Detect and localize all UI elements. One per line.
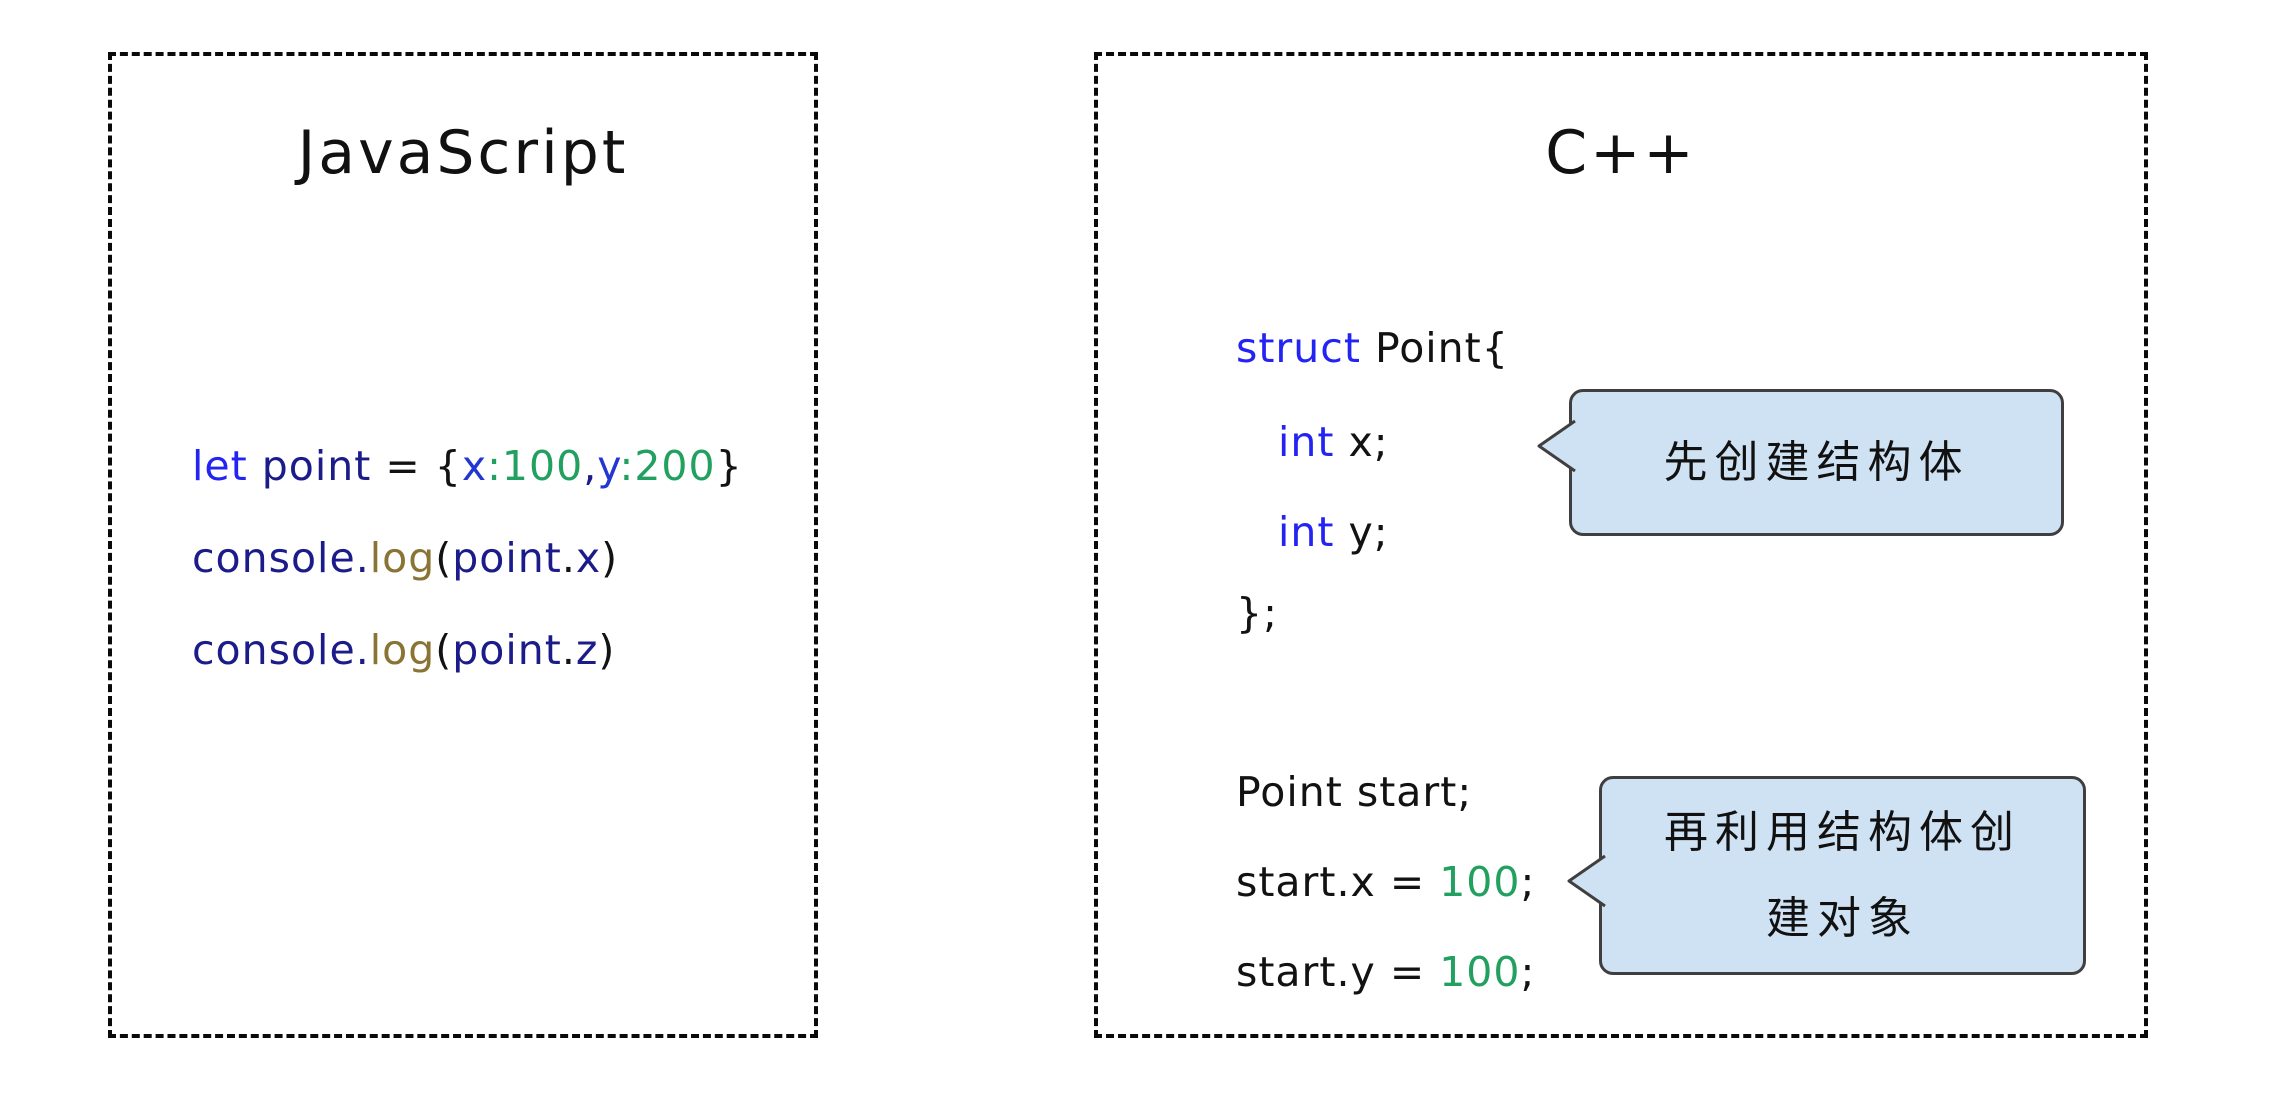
callout-create-object-line1: 再利用结构体创: [1664, 806, 2021, 858]
cpp-panel: C++ struct Point{ int x; int y; }; Point…: [1094, 52, 2148, 1038]
javascript-panel: JavaScript let point = {x:100,y:200} con…: [108, 52, 818, 1038]
cpp-panel-title: C++: [1545, 118, 1697, 188]
javascript-panel-title: JavaScript: [297, 118, 629, 188]
cpp-code-line-start-y: start.y = 100;: [1236, 948, 1536, 996]
callout-create-struct: 先创建结构体: [1537, 389, 2064, 536]
js-code-line-log-point-x: console.log(point.x): [192, 534, 619, 582]
callout-create-struct-text: 先创建结构体: [1663, 436, 1970, 488]
cpp-code-line-struct-close: };: [1236, 589, 1278, 637]
callout-create-object-text: 再利用结构体创 建对象: [1664, 790, 2021, 962]
cpp-code-line-int-x: int x;: [1278, 418, 1389, 466]
cpp-code-line-struct-open: struct Point{: [1236, 324, 1509, 372]
js-code-line-declare-point: let point = {x:100,y:200}: [192, 442, 743, 490]
cpp-code-line-start-x: start.x = 100;: [1236, 858, 1536, 906]
js-code-line-log-point-z: console.log(point.z): [192, 626, 616, 674]
cpp-code-line-int-y: int y;: [1278, 508, 1389, 556]
callout-tail-icon: [1537, 419, 1576, 473]
callout-tail-icon: [1567, 854, 1606, 908]
callout-create-object-line2: 建对象: [1766, 892, 1919, 944]
cpp-code-line-point-start: Point start;: [1236, 768, 1473, 816]
callout-create-object: 再利用结构体创 建对象: [1567, 776, 2086, 975]
